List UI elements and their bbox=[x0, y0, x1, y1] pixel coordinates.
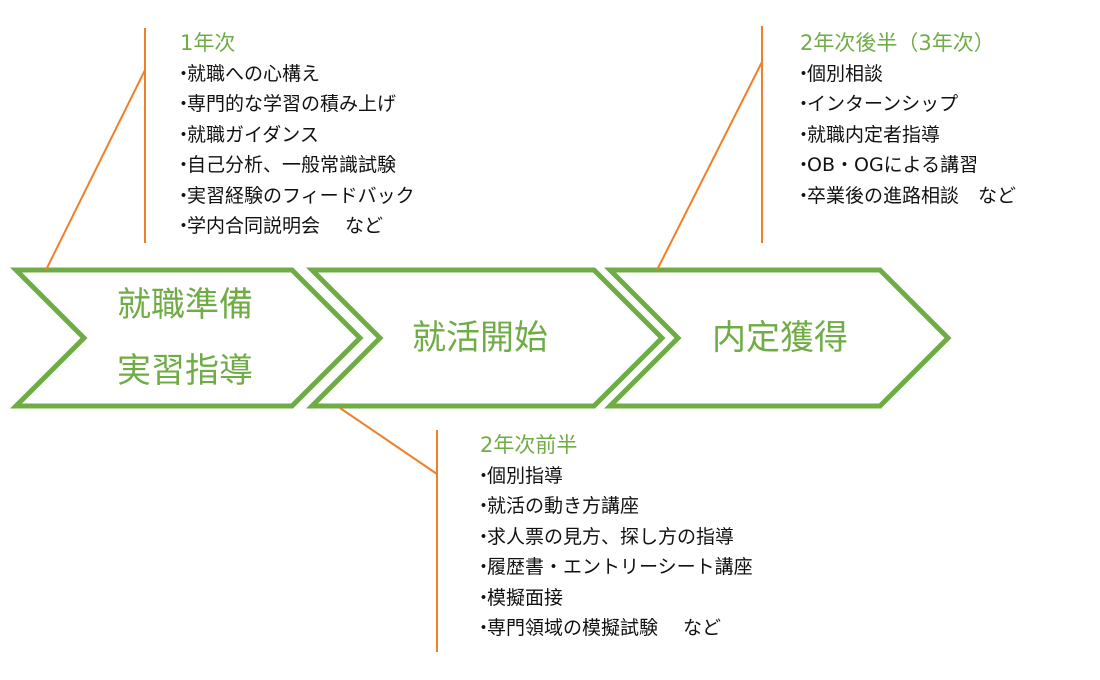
stage-arrow-1 bbox=[9, 267, 364, 409]
list-item: 専門的な学習の積み上げ bbox=[180, 89, 415, 120]
list-item: 模擬面接 bbox=[480, 583, 753, 614]
list-item: インターンシップ bbox=[800, 89, 1016, 120]
list-item: OB・OGによる講習 bbox=[800, 150, 1016, 181]
stage-label-3: 内定獲得 bbox=[670, 305, 890, 371]
note-year1: 1年次 就職への心構え 専門的な学習の積み上げ 就職ガイダンス 自己分析、一般常… bbox=[180, 28, 415, 242]
note-year2-first-heading: 2年次前半 bbox=[480, 433, 578, 457]
connector-year2-second-diagonal bbox=[656, 61, 763, 271]
list-item: 就職への心構え bbox=[180, 59, 415, 90]
stage-2-line1: 就活開始 bbox=[412, 318, 548, 358]
list-item: 自己分析、一般常識試験 bbox=[180, 150, 415, 181]
stage-label-2: 就活開始 bbox=[370, 305, 590, 371]
stage-3-line1: 内定獲得 bbox=[712, 318, 848, 358]
stage-1-line2: 実習指導 bbox=[117, 351, 253, 391]
list-item: 実習経験のフィードバック bbox=[180, 181, 415, 212]
list-item: 専門領域の模擬試験 など bbox=[480, 613, 753, 644]
connector-year1-diagonal bbox=[45, 69, 146, 271]
note-year2-second: 2年次後半（3年次） 個別相談 インターンシップ 就職内定者指導 OB・OGによ… bbox=[800, 28, 1016, 211]
stage-arrow-3 bbox=[603, 267, 952, 409]
note-year1-heading: 1年次 bbox=[180, 31, 236, 55]
list-item: 学内合同説明会 など bbox=[180, 211, 415, 242]
list-item: 履歴書・エントリーシート講座 bbox=[480, 552, 753, 583]
list-item: 求人票の見方、探し方の指導 bbox=[480, 522, 753, 553]
stage-1-line1: 就職準備 bbox=[117, 285, 253, 325]
list-item: 就活の動き方講座 bbox=[480, 491, 753, 522]
list-item: 就職ガイダンス bbox=[180, 120, 415, 151]
list-item: 個別指導 bbox=[480, 461, 753, 492]
stage-label-1: 就職準備 実習指導 bbox=[80, 272, 290, 404]
note-year2-first: 2年次前半 個別指導 就活の動き方講座 求人票の見方、探し方の指導 履歴書・エン… bbox=[480, 430, 753, 644]
list-item: 卒業後の進路相談 など bbox=[800, 181, 1016, 212]
note-year2-second-heading: 2年次後半（3年次） bbox=[800, 31, 995, 55]
stage-arrow-2 bbox=[305, 267, 666, 409]
list-item: 個別相談 bbox=[800, 59, 1016, 90]
connector-year2-first-diagonal bbox=[339, 407, 438, 475]
list-item: 就職内定者指導 bbox=[800, 120, 1016, 151]
